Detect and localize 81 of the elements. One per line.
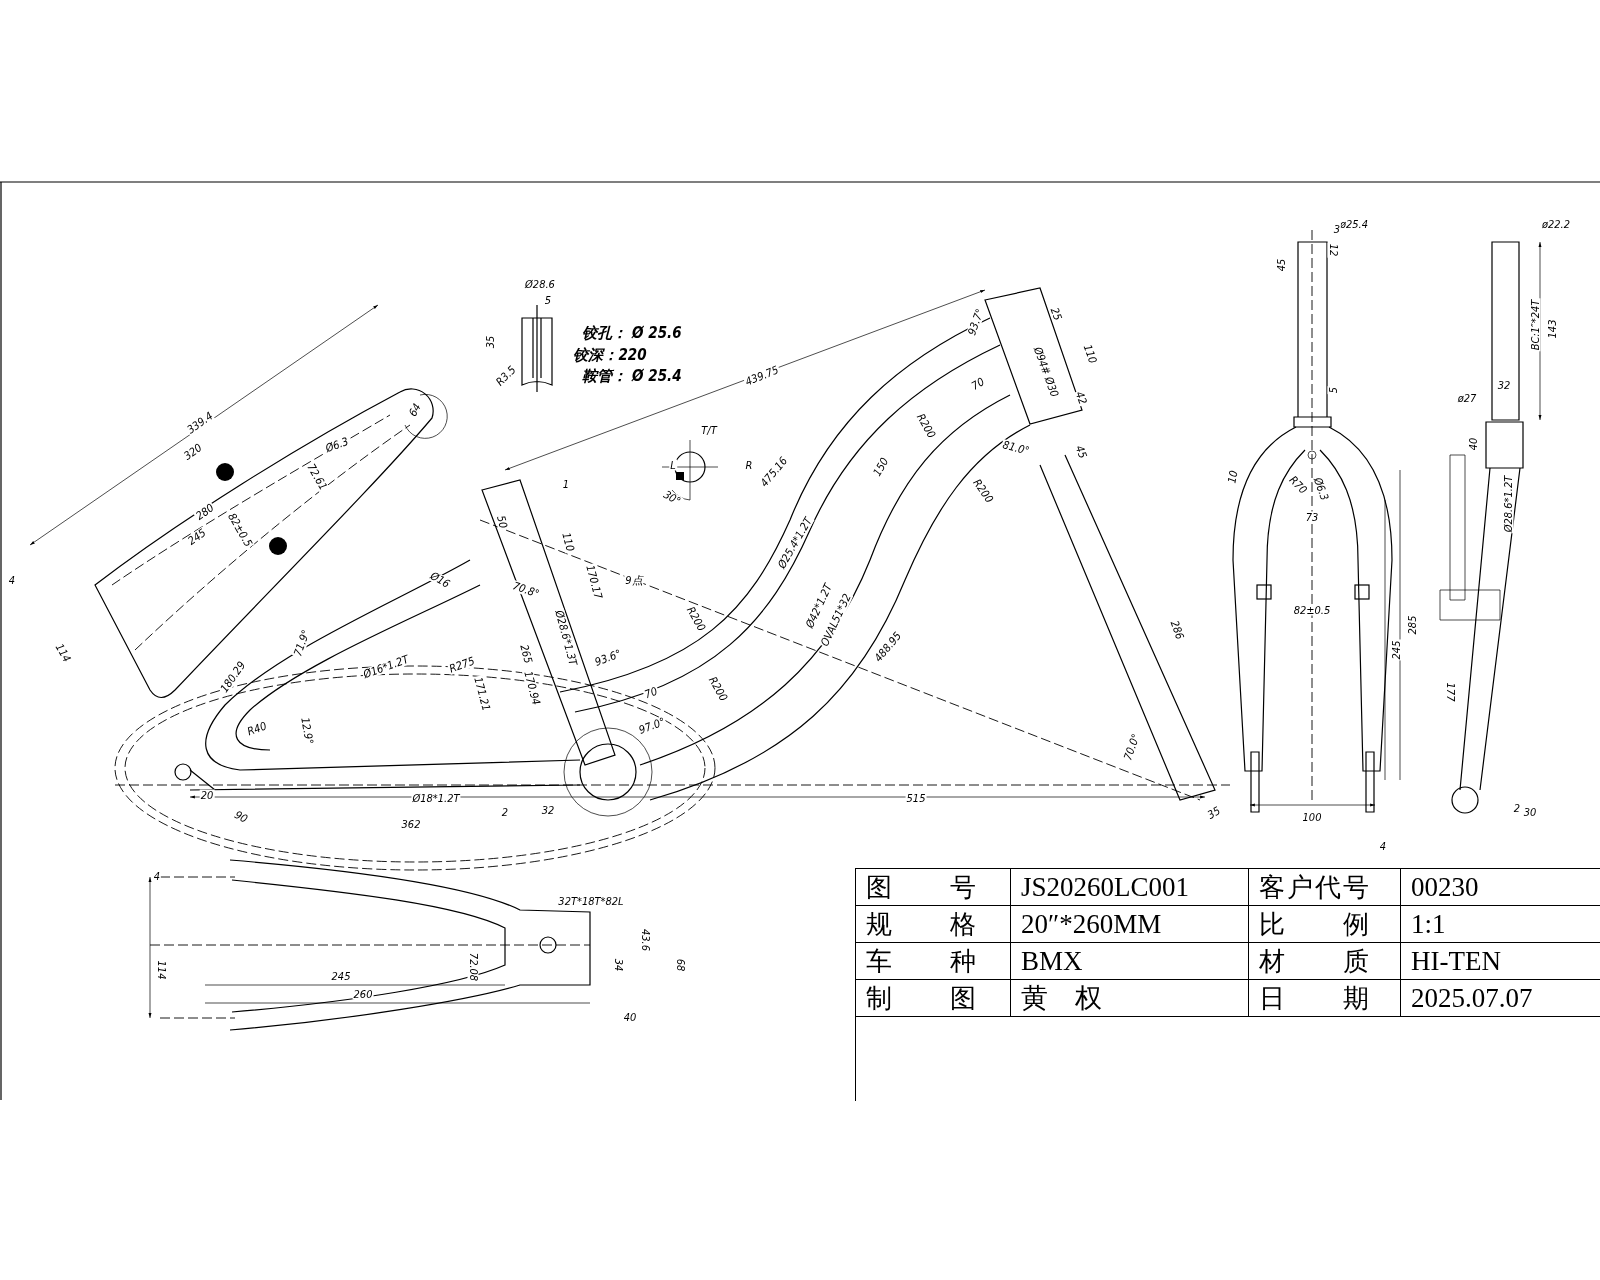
dimension-label: 10 [1226,468,1240,486]
title-block-heading: 制图 [866,985,976,1011]
dimension-label: 72.08 [467,951,479,983]
dimension-label: 260 [352,988,374,1000]
dimension-label: 3 [1332,223,1342,235]
dimension-label: 1 [561,478,571,490]
dimension-label: 45 [1275,257,1287,273]
dimension-label: 32 [1496,379,1512,391]
title-block-value: 黄 权 [1021,984,1102,1012]
title-block-heading: 比例 [1259,911,1369,937]
dimension-label: 68 [674,957,686,973]
dimension-label: 40 [622,1011,638,1023]
title-block-heading: 图号 [866,874,976,900]
dimension-label: 20 [199,789,215,801]
dimension-label: 5 [543,294,553,306]
dimension-label: 114 [53,641,73,665]
dimension-label: Ø28.6 [524,278,556,290]
dimension-label: 42 [1073,389,1089,407]
title-block-heading: 材质 [1259,948,1369,974]
dimension-label: 43.6 [639,928,651,952]
dimension-label: 34 [612,957,624,973]
dimension-label: 515 [905,792,927,804]
dimension-label: 40 [1467,436,1479,452]
title-block-value: JS20260LC001 [1021,873,1190,901]
dimension-label: 114 [155,959,167,981]
title-block-value: 2025.07.07 [1411,984,1533,1012]
dimension-label: L [669,459,677,471]
dimension-label: 73 [1304,511,1320,523]
dimension-label: ø22.2 [1540,218,1572,230]
dimension-label: 110 [1081,342,1099,366]
dimension-label: 35 [484,334,496,350]
dimension-label: 177 [1444,681,1456,703]
dimension-label: 97.0° [636,715,668,737]
title-block-value: 1:1 [1411,910,1446,938]
note-text: 铰深：220 [572,347,648,363]
dimension-label: 12 [1327,242,1339,258]
dimension-label: 2 [500,806,510,818]
note-text: 铰孔： Ø 25.6 [581,325,683,341]
dimension-label: 4 [1378,840,1388,852]
dimension-label: Ø6.3 [323,435,351,455]
dimension-label: 32 [540,804,556,816]
dimension-label: R40 [245,720,269,738]
dimension-label: 5 [1327,385,1339,395]
dimension-label: Ø6.3 [1311,475,1331,503]
dimension-label: R [744,459,754,471]
dimension-label: 362 [400,818,422,830]
dimension-label: T/T [700,424,718,436]
title-block-value: HI-TEN [1411,947,1501,975]
dimension-label: BC:1″*24T [1529,298,1541,352]
dimension-label: 2 [1512,802,1522,814]
note-text: 鞍管： Ø 25.4 [581,368,683,384]
dimension-label: 265 [518,642,534,666]
dimension-label: 45 [1073,443,1089,461]
dimension-label: 245 [330,970,352,982]
dimension-label: ø25.4 [1338,218,1370,230]
title-block-heading: 车种 [866,948,976,974]
dimension-label: 4 [7,574,17,586]
dimension-label: 82±0.5 [1292,604,1332,616]
dimension-label: 100 [1301,811,1323,823]
dimension-label: 9点 [624,574,644,586]
title-block-heading: 客户代号 [1259,874,1369,900]
dimension-label: 285 [1406,614,1418,636]
title-block-heading: 规格 [866,911,976,937]
title-block-heading: 日期 [1259,985,1369,1011]
dimension-label: 286 [1168,618,1186,642]
title-block-value: 20″*260MM [1021,910,1162,938]
dimension-label: ø27 [1456,392,1478,404]
dimension-label: 4 [152,870,162,882]
dimension-label: R275 [447,655,477,675]
dimension-label: 143 [1546,318,1558,340]
dimension-label: 25 [1048,305,1064,323]
dimension-label: 70 [642,685,660,701]
dimension-label: Ø28.6*1.2T [1502,474,1514,534]
title-block-value: BMX [1021,947,1083,975]
dimension-label: 32T*18T*82L [557,895,625,907]
dimension-label: 110 [560,530,576,554]
dimension-label: Ø18*1.2T [411,792,461,804]
dimension-label: 50 [494,513,510,531]
title-block-value: 00230 [1411,873,1479,901]
dimension-label: 30 [1522,806,1538,818]
dimension-label: 245 [1390,639,1402,661]
